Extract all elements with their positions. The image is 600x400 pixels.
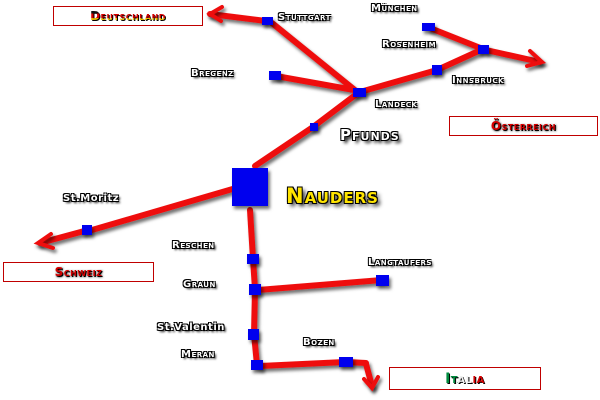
label-graun: Graun [183,279,216,290]
label-stvalentin: St.Valentin [157,322,225,333]
arrowhead-east [525,49,547,68]
label-stuttgart: Stuttgart [278,12,331,23]
stop-marker-stvalentin[interactable] [248,329,259,340]
stop-marker-bregenz[interactable] [269,71,281,80]
route-nauders-pfunds [252,124,316,169]
stop-marker-rosenheim[interactable] [478,45,489,54]
label-meran: Meran [181,349,215,360]
route-pfunds-landeck [310,90,361,130]
country-box-oesterreich[interactable]: Österreich [449,116,598,136]
stop-marker-langtaufers[interactable] [376,275,389,286]
label-landeck: Landeck [375,99,418,110]
route-nauders-reschen [247,207,256,262]
label-muenchen: München [371,3,418,14]
label-bregenz: Bregenz [191,68,234,79]
stop-marker-innsbruck[interactable] [432,65,442,75]
stop-marker-graun[interactable] [249,284,261,295]
stop-marker-nauders[interactable] [232,168,268,206]
country-label-oesterreich: Österreich [490,119,557,133]
route-meran-bozen [257,359,348,369]
label-nauders: Nauders [286,184,379,208]
stop-marker-muenchen[interactable] [422,23,435,31]
route-graun-stvalentin [251,286,258,337]
stop-marker-stmoritz[interactable] [82,225,92,235]
route-landeck-innsbruck [357,67,440,95]
stop-marker-meran[interactable] [251,360,263,370]
label-rosenheim: Rosenheim [382,39,437,50]
stop-marker-landeck[interactable] [353,88,366,97]
route-nauders-stmoritz [89,185,239,233]
stop-marker-pfunds[interactable] [310,123,318,131]
route-stmoritz-schweiz [37,227,91,246]
route-stuttgart-deutschland [207,11,269,24]
route-graun-langtaufers [255,277,385,293]
label-reschen: Reschen [172,240,215,251]
stop-marker-bozen[interactable] [339,357,353,367]
country-box-italia[interactable]: Italia [389,367,541,390]
route-innsbruck-rosenheim [434,46,486,73]
country-box-deutschland[interactable]: Deutschland [53,6,203,26]
arrowhead-italia [362,375,380,392]
arrowhead-schweiz [33,232,55,250]
country-box-schweiz[interactable]: Schweiz [3,262,154,282]
country-label-deutschland: Deutschland [90,9,166,23]
route-rosenheim-east [483,47,543,65]
route-landeck-bregenz [273,73,357,93]
label-stmoritz: St.Moritz [63,193,120,204]
route-rosenheim-muenchen [427,25,486,52]
stop-marker-reschen[interactable] [247,254,259,264]
route-landeck-stuttgart [269,20,359,94]
arrowhead-deutschland [206,5,224,23]
label-bozen: Bozen [303,337,335,348]
label-innsbruck: Innsbruck [452,75,504,86]
label-langtaufers: Langtaufers [368,257,432,268]
label-pfunds: Pfunds [340,126,400,144]
stop-marker-stuttgart[interactable] [262,17,273,25]
country-label-schweiz: Schweiz [54,265,103,279]
country-label-italia: Italia [445,370,485,387]
route-italia-drop [363,361,375,389]
